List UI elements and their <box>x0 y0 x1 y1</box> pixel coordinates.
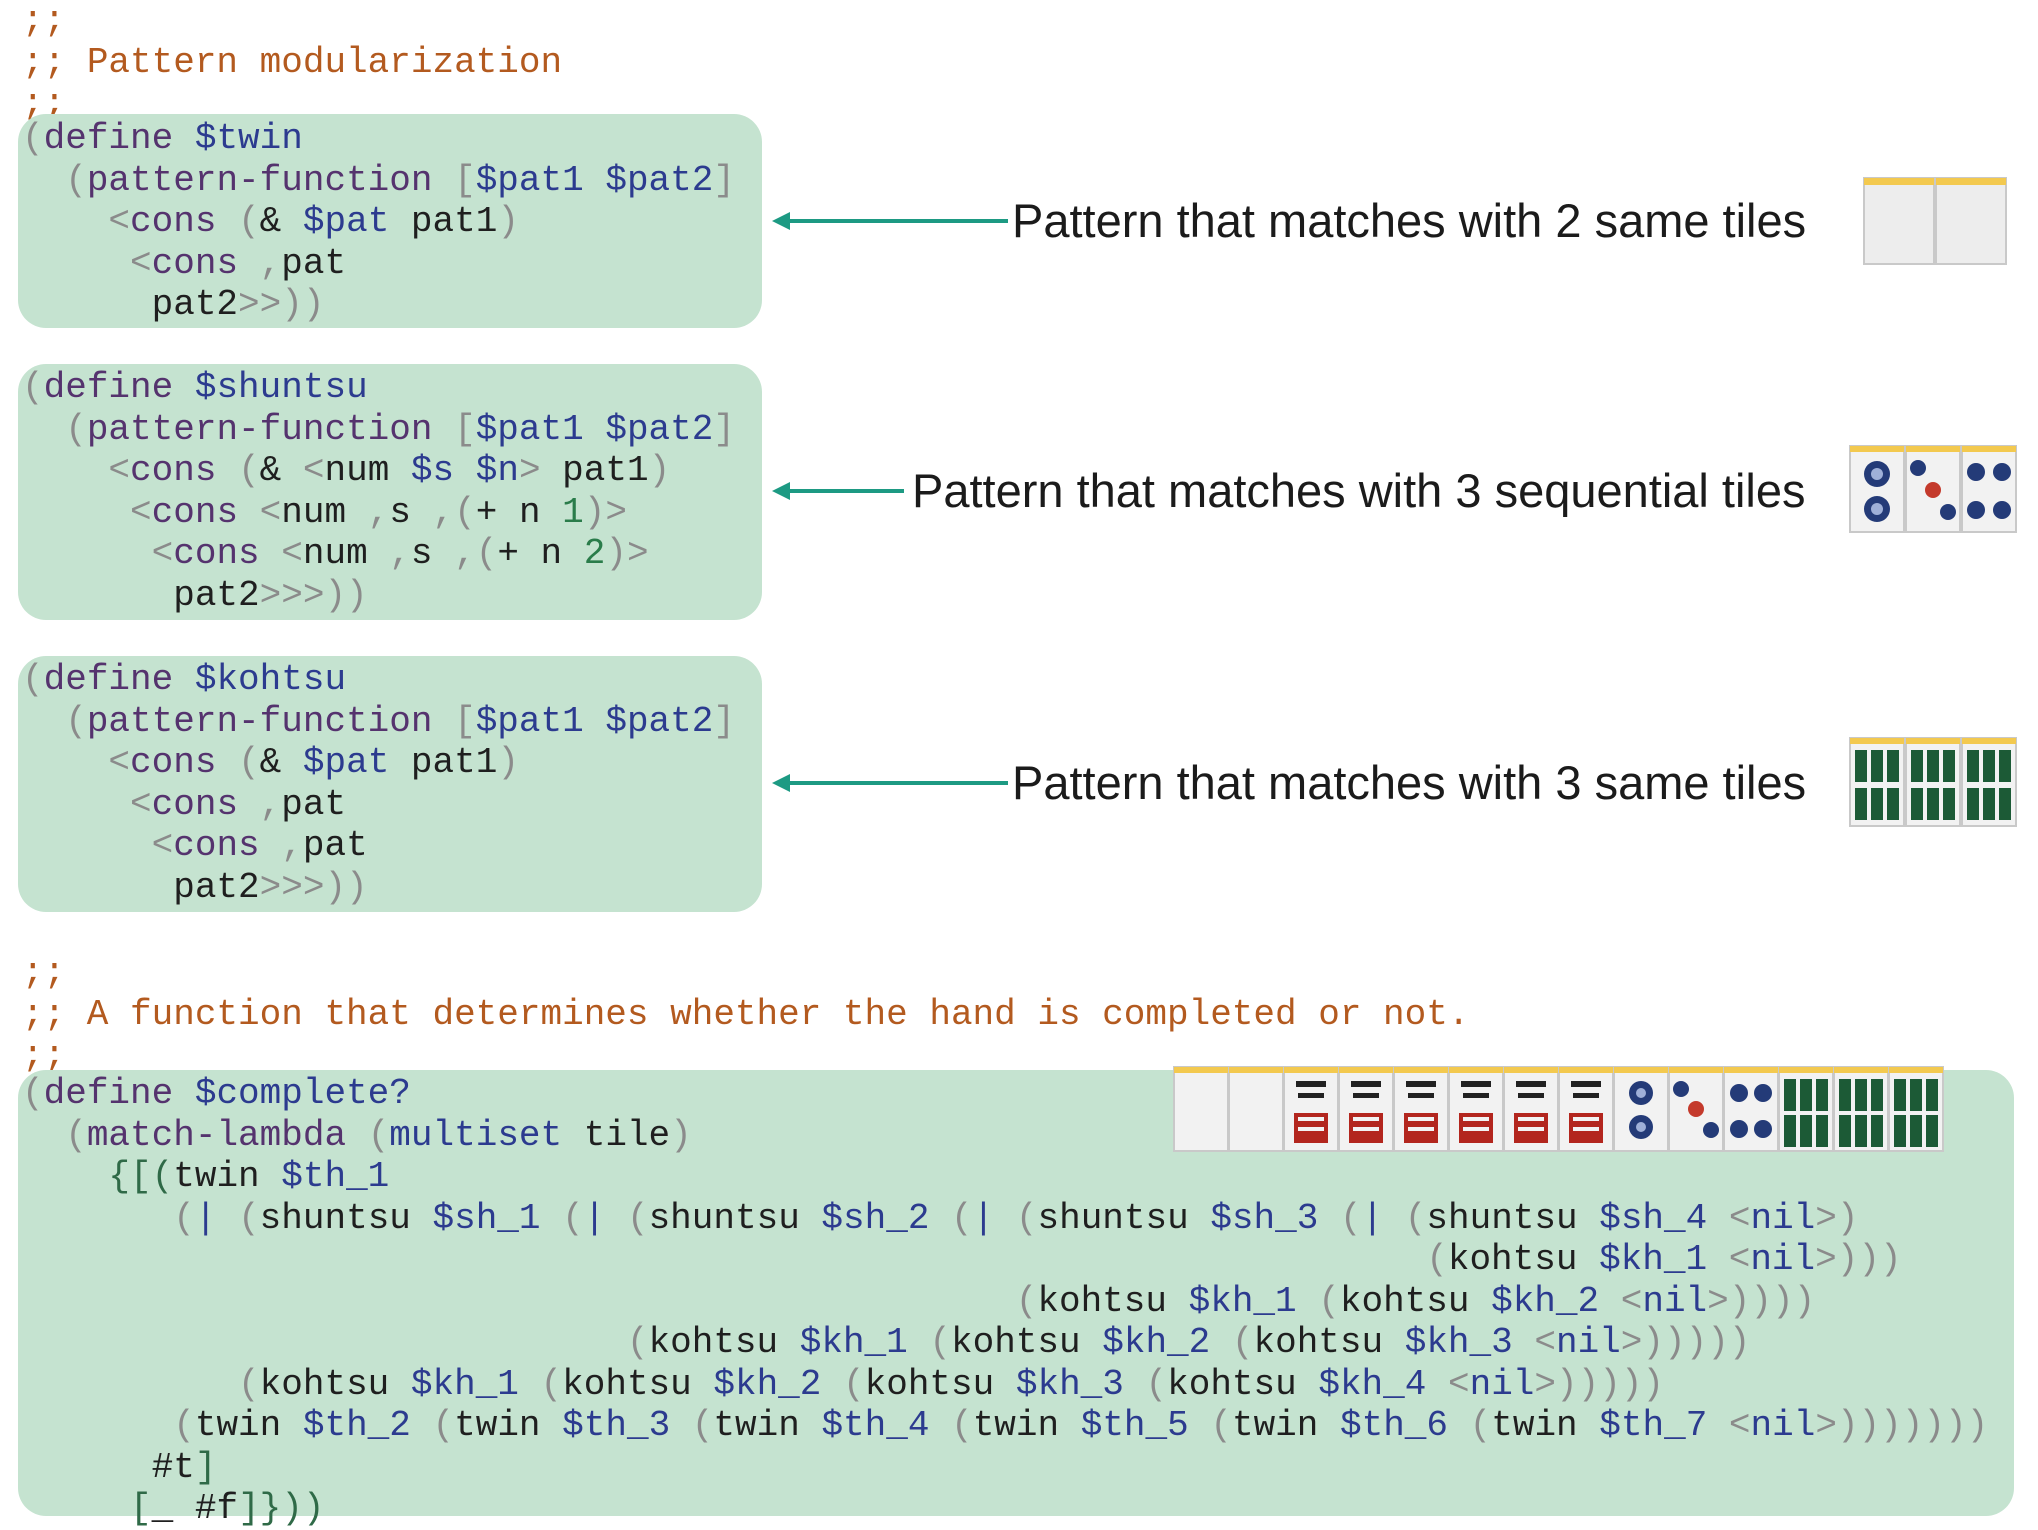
kohtsu-definition-box <box>18 656 762 912</box>
comment-complete-hand: ;; ;; A function that determines whether… <box>22 952 1470 1076</box>
shuntsu-label: Pattern that matches with 3 sequential t… <box>912 464 1806 517</box>
mahjong-character-tile <box>1173 1066 1948 1152</box>
arrow-left-icon <box>772 482 904 500</box>
complete-definition-code: (define $complete? (match-lambda (multis… <box>22 1073 1989 1529</box>
arrow-left-icon <box>772 774 1008 792</box>
comment-pattern-modularization: ;; ;; Pattern modularization ;; <box>22 0 563 124</box>
twin-definition-code: (define $twin (pattern-function [$pat1 $… <box>22 118 735 325</box>
shuntsu-definition-code: (define $shuntsu (pattern-function [$pat… <box>22 367 735 616</box>
mahjong-circle-tile <box>1849 445 2017 533</box>
kohtsu-definition-code: (define $kohtsu (pattern-function [$pat1… <box>22 659 735 908</box>
kohtsu-label: Pattern that matches with 3 same tiles <box>1012 756 1807 809</box>
mahjong-blank-tile <box>1863 177 2007 265</box>
shuntsu-definition-box <box>18 364 762 620</box>
twin-definition-box <box>18 114 762 328</box>
arrow-left-icon <box>772 212 1008 230</box>
mahjong-bamboo-tile <box>1849 737 2017 827</box>
twin-label: Pattern that matches with 2 same tiles <box>1012 194 1807 247</box>
